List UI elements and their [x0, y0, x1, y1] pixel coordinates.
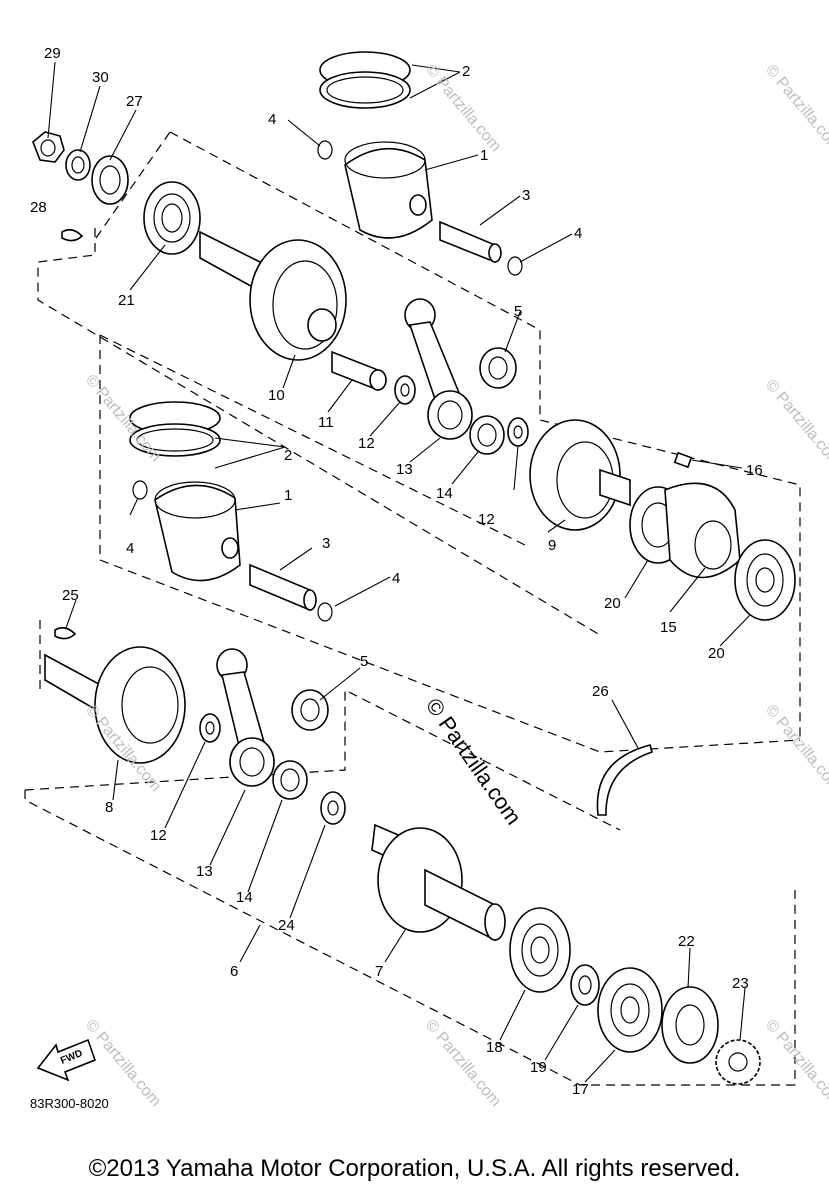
callout-5-top: 5	[514, 303, 522, 320]
callout-10: 10	[268, 387, 285, 404]
part-24-washer	[320, 791, 346, 825]
callout-22: 22	[678, 933, 695, 950]
watermark-small-2: © Partzilla.com	[762, 62, 829, 156]
part-27-oil-seal	[91, 155, 129, 205]
part-3-piston-pin-mid	[249, 563, 317, 612]
callout-30: 30	[92, 69, 109, 86]
callout-27: 27	[126, 93, 143, 110]
callout-12-b: 12	[478, 511, 495, 528]
part-12-washer-c	[199, 713, 221, 743]
part-4-clip-top-left	[317, 140, 333, 160]
part-11-crank-pin	[331, 350, 387, 392]
part-13-connecting-rod-top	[404, 298, 473, 440]
fwd-arrow-icon: FWD	[36, 1038, 97, 1082]
part-18-bearing	[509, 907, 571, 993]
part-8-crank-half	[44, 646, 186, 764]
callout-15: 15	[660, 619, 677, 636]
diagram-code: 83R300-8020	[30, 1096, 109, 1111]
watermark-main: © Partzilla.com	[421, 694, 527, 830]
callout-labels: 29 30 27 28 21 2 1 4 3 4 5 10 11 12 13 1…	[30, 45, 763, 1098]
part-26-circlip	[596, 744, 653, 816]
callout-1-mid: 1	[284, 487, 292, 504]
callout-29: 29	[44, 45, 61, 62]
part-5-needle-bearing-top	[479, 347, 517, 389]
callout-16: 16	[746, 462, 763, 479]
part-29-nut	[32, 131, 65, 163]
part-15-housing	[664, 482, 741, 579]
callout-25: 25	[62, 587, 79, 604]
callout-9: 9	[548, 537, 556, 554]
part-1-piston-top	[344, 141, 433, 239]
callout-20-b: 20	[708, 645, 725, 662]
callout-4-top-right: 4	[574, 225, 582, 242]
part-4-clip-mid-left	[132, 480, 148, 500]
watermark-small-4: © Partzilla.com	[762, 377, 829, 471]
part-7-crank-half	[371, 823, 506, 942]
callout-14-top: 14	[436, 485, 453, 502]
part-9-crank-web	[529, 419, 631, 531]
callout-5-mid: 5	[360, 653, 368, 670]
part-3-piston-pin-top	[439, 220, 502, 264]
callout-7: 7	[375, 963, 383, 980]
part-25-key	[54, 626, 77, 640]
assembly-outline-upper	[37, 131, 801, 753]
part-2-piston-rings-mid	[129, 401, 221, 457]
part-20-bearing-b	[734, 539, 796, 621]
callout-4-mid-right: 4	[392, 570, 400, 587]
callout-21: 21	[118, 292, 135, 309]
part-1-piston-mid	[154, 481, 241, 582]
part-17-bearing	[597, 967, 663, 1053]
part-16-pin	[673, 451, 693, 469]
callout-24: 24	[278, 917, 295, 934]
callout-23: 23	[732, 975, 749, 992]
callout-28: 28	[30, 199, 47, 216]
callout-11: 11	[318, 414, 334, 431]
callout-1-top: 1	[480, 147, 488, 164]
callout-13-mid: 13	[196, 863, 213, 880]
callout-6: 6	[230, 963, 238, 980]
callout-18: 18	[486, 1039, 503, 1056]
callout-14-mid: 14	[236, 889, 253, 906]
part-4-clip-top-right	[507, 256, 523, 276]
part-14-bearing-top	[469, 415, 505, 455]
copyright-notice: ©2013 Yamaha Motor Corporation, U.S.A. A…	[88, 1155, 741, 1182]
callout-2-top: 2	[462, 63, 470, 80]
callout-4-top-left: 4	[268, 111, 276, 128]
part-21-bearing	[143, 181, 201, 255]
callout-26: 26	[592, 683, 609, 700]
callout-17: 17	[572, 1081, 589, 1098]
part-13-connecting-rod-mid	[216, 648, 275, 787]
callout-19: 19	[530, 1059, 547, 1076]
part-30-washer	[65, 149, 91, 181]
assembly-outline-lower	[24, 620, 796, 1086]
callout-3-top: 3	[522, 187, 530, 204]
part-28-key	[61, 228, 84, 242]
part-12-washer-a	[394, 375, 416, 405]
watermark-small-8: © Partzilla.com	[422, 1017, 504, 1111]
part-14-bearing-mid	[272, 760, 308, 800]
part-12-washer-b	[507, 417, 529, 447]
callout-8: 8	[105, 799, 113, 816]
leader-lines	[47, 61, 751, 1083]
callout-13-top: 13	[396, 461, 413, 478]
callout-20-a: 20	[604, 595, 621, 612]
callout-3-mid: 3	[322, 535, 330, 552]
callout-2-mid: 2	[284, 447, 292, 464]
part-2-piston-rings-top	[319, 51, 411, 109]
part-23-sprocket	[715, 1039, 761, 1085]
callout-12-a: 12	[358, 435, 375, 452]
part-22-oil-seal	[661, 986, 719, 1064]
part-5-needle-bearing-mid	[291, 689, 329, 731]
part-19-washer	[570, 964, 600, 1006]
part-10-crank-half	[199, 230, 347, 361]
watermark-small-6: © Partzilla.com	[762, 702, 829, 796]
part-4-clip-mid-right	[317, 602, 333, 622]
callout-12-c: 12	[150, 827, 167, 844]
callout-4-mid-left: 4	[126, 540, 134, 557]
